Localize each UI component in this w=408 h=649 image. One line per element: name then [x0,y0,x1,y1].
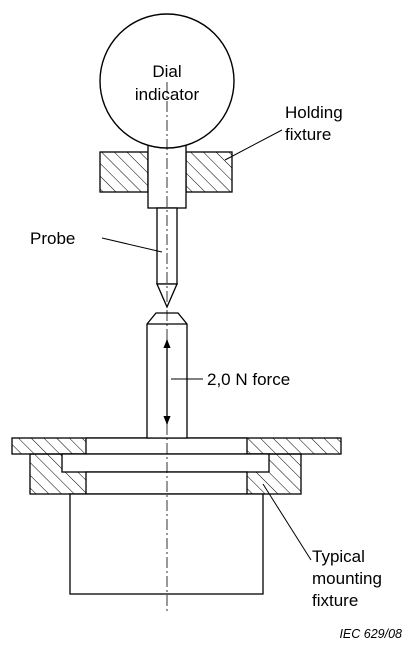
holding-fixture-label-line2: fixture [285,125,331,144]
mounting-fixture-label-line2: mounting [312,569,382,588]
dial-label-line2: indicator [135,85,200,104]
holding-fixture-label-line1: Holding [285,103,343,122]
dial-label-line1: Dial [152,62,181,81]
force-label: 2,0 N force [207,370,290,389]
probe-label: Probe [30,229,75,248]
mounting-fixture [11,437,342,595]
mounting-fixture-label-line1: Typical [312,547,365,566]
leader-lines [101,129,312,561]
mounting-fixture-label-line3: fixture [312,591,358,610]
figure-code: IEC 629/08 [339,627,402,641]
